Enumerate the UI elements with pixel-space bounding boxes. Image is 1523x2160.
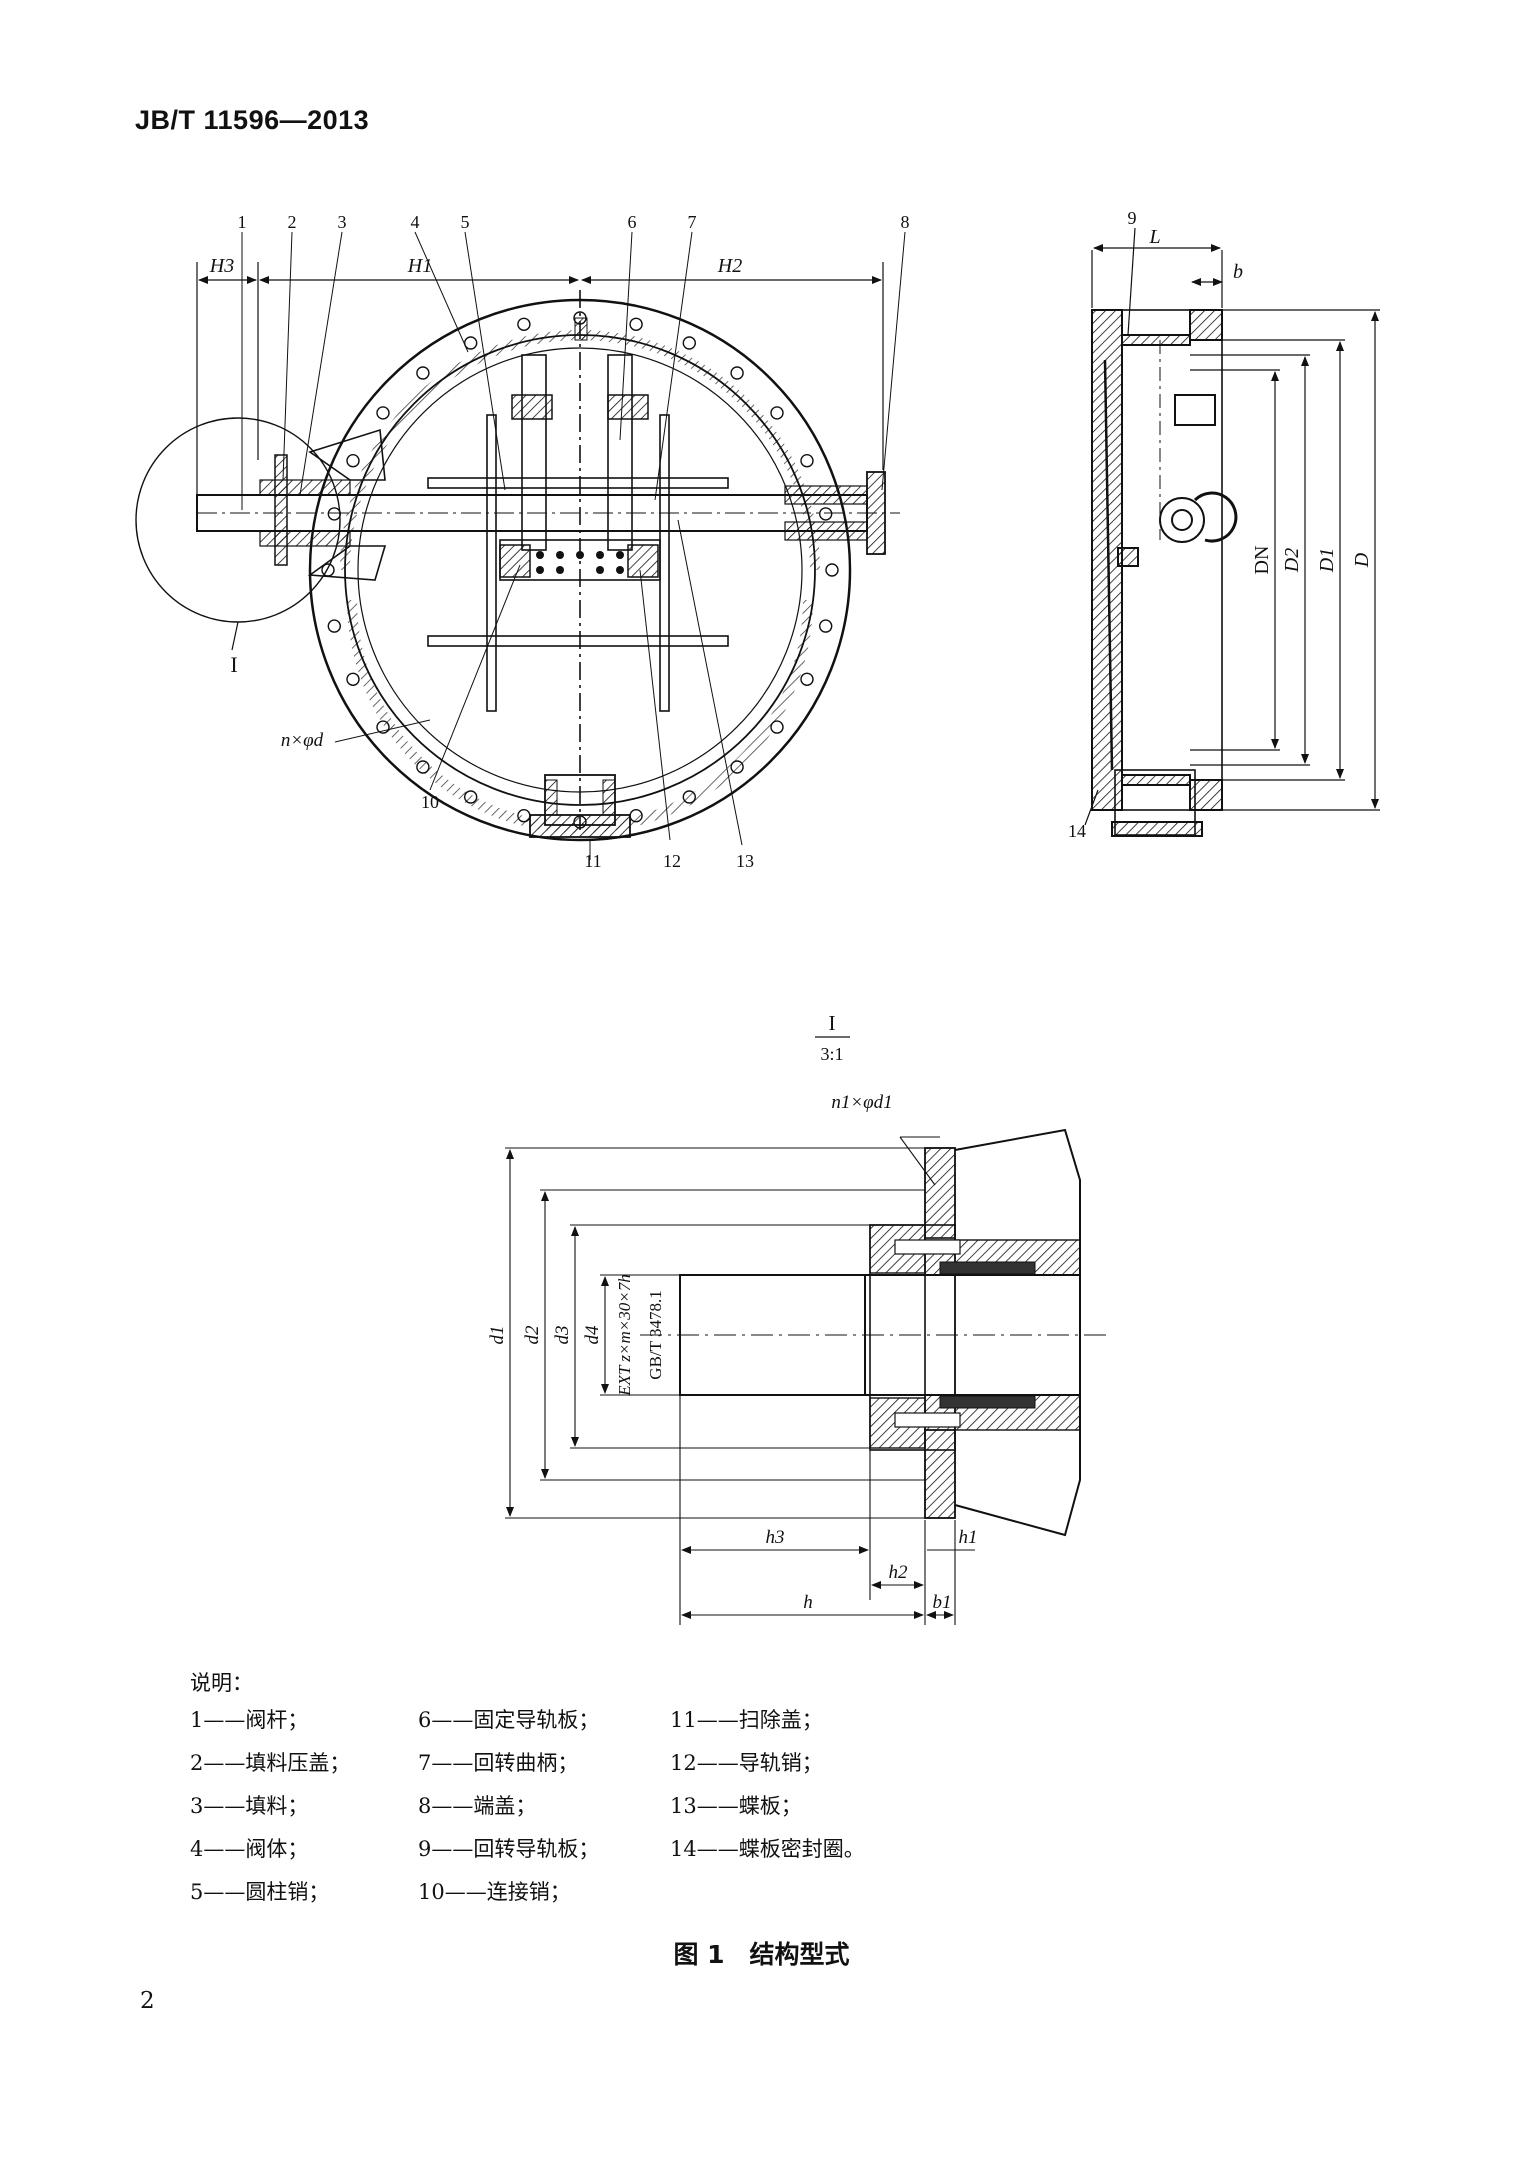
dim-DN: DN xyxy=(1251,546,1273,575)
callout-3: 3 xyxy=(338,212,347,232)
legend-item xyxy=(670,1880,930,1904)
detail-view: I 3:1 xyxy=(487,1011,1110,1625)
callout-14: 14 xyxy=(1068,821,1086,841)
bolt-hole xyxy=(629,317,643,331)
dim-b: b xyxy=(1233,261,1243,283)
dim-d1: d1 xyxy=(487,1326,508,1345)
legend-item: 6——固定导轨板； xyxy=(418,1708,600,1732)
bolt-hole xyxy=(376,406,390,420)
callout-10: 10 xyxy=(421,792,439,812)
bolt-hole xyxy=(800,454,814,468)
bolt-hole xyxy=(327,507,341,521)
bolt-hole xyxy=(346,672,360,686)
page-number: 2 xyxy=(140,1988,155,2014)
leader-lines xyxy=(241,231,906,860)
detail-circle xyxy=(135,417,341,623)
dim-h1: H1 xyxy=(407,255,432,277)
legend-item: 9——回转导轨板； xyxy=(418,1837,600,1861)
bolt-hole xyxy=(800,672,814,686)
hole-note: n×φd xyxy=(281,730,324,751)
bolt-hole xyxy=(770,720,784,734)
bolt-hole xyxy=(416,366,430,380)
callout-13: 13 xyxy=(736,851,754,871)
callout-7: 7 xyxy=(688,212,697,232)
standard-number: JB/T 11596—2013 xyxy=(135,105,370,135)
bolt-hole xyxy=(819,507,833,521)
flange-bolt-holes xyxy=(321,311,839,829)
spline-note: EXT z×m×30×7h xyxy=(615,1274,634,1396)
dim-L: L xyxy=(1148,226,1160,248)
dim-D2: D2 xyxy=(1281,548,1303,573)
figure-caption: 图 1 结构型式 xyxy=(673,1940,850,1969)
dim-D: D xyxy=(1351,552,1373,568)
legend-item: 2——填料压盖； xyxy=(190,1751,351,1775)
dim-d4: d4 xyxy=(582,1325,603,1345)
bolt-hole xyxy=(464,790,478,804)
cleaning-cover xyxy=(529,774,631,838)
bolt-hole xyxy=(770,406,784,420)
dim-h1-detail: h1 xyxy=(959,1527,978,1548)
bolt-hole xyxy=(819,619,833,633)
front-view: I H3 H1 H2 1 xyxy=(135,212,910,871)
callout-1: 1 xyxy=(238,212,247,232)
callout-9: 9 xyxy=(1128,208,1137,228)
dim-h2-detail: h2 xyxy=(889,1562,909,1583)
dim-b1-detail: b1 xyxy=(933,1592,952,1613)
callout-6: 6 xyxy=(628,212,637,232)
detail-title: I xyxy=(829,1011,836,1035)
front-dimensions xyxy=(196,262,884,500)
bolt-hole xyxy=(464,336,478,350)
end-cap xyxy=(866,471,886,555)
bolt-hole xyxy=(416,760,430,774)
dim-h3-detail: h3 xyxy=(766,1527,785,1548)
bolt-hole xyxy=(730,760,744,774)
detail-scale: 3:1 xyxy=(820,1044,843,1064)
legend-list: 1——阀杆； 6——固定导轨板； 11——扫除盖； 2——填料压盖； 7——回转… xyxy=(190,1708,930,1904)
legend-item: 14——蝶板密封圈。 xyxy=(670,1837,865,1861)
callout-11: 11 xyxy=(584,851,601,871)
detail-mark: I xyxy=(230,652,237,677)
legend-item: 3——填料； xyxy=(190,1794,309,1818)
bolt-hole xyxy=(517,317,531,331)
callout-2: 2 xyxy=(288,212,297,232)
dim-h-detail: h xyxy=(803,1592,813,1613)
bolt-hole xyxy=(682,790,696,804)
legend-item: 8——端盖； xyxy=(418,1794,537,1818)
dim-D1: D1 xyxy=(1316,548,1338,573)
butterfly-disc xyxy=(427,290,729,830)
bolt-hole xyxy=(346,454,360,468)
callout-5: 5 xyxy=(461,212,470,232)
spline-standard: GB/T 3478.1 xyxy=(646,1290,665,1379)
dim-d2: d2 xyxy=(522,1325,543,1345)
callout-12: 12 xyxy=(663,851,681,871)
callout-8: 8 xyxy=(901,212,910,232)
bolt-hole xyxy=(825,563,839,577)
legend-item: 7——回转曲柄； xyxy=(418,1751,579,1775)
bolt-hole xyxy=(730,366,744,380)
callout-4: 4 xyxy=(411,212,420,232)
side-view: L b DN D2 D1 D 9 14 xyxy=(1068,208,1380,841)
legend-item: 4——阀体； xyxy=(190,1837,309,1861)
dim-d3: d3 xyxy=(552,1326,573,1345)
legend-title: 说明： xyxy=(190,1671,253,1695)
legend-item: 11——扫除盖； xyxy=(670,1708,823,1732)
dim-h3: H3 xyxy=(209,255,234,277)
legend-item: 1——阀杆； xyxy=(190,1708,309,1732)
bolt-hole xyxy=(376,720,390,734)
legend-item: 10——连接销； xyxy=(418,1880,571,1904)
dim-h2: H2 xyxy=(717,255,742,277)
packing-gland xyxy=(274,454,288,566)
legend-item: 13——蝶板； xyxy=(670,1794,802,1818)
legend-item: 12——导轨销； xyxy=(670,1751,823,1775)
bolt-hole xyxy=(682,336,696,350)
detail-hole-note: n1×φd1 xyxy=(831,1092,892,1113)
bolt-hole xyxy=(327,619,341,633)
legend-item: 5——圆柱销； xyxy=(190,1880,330,1904)
